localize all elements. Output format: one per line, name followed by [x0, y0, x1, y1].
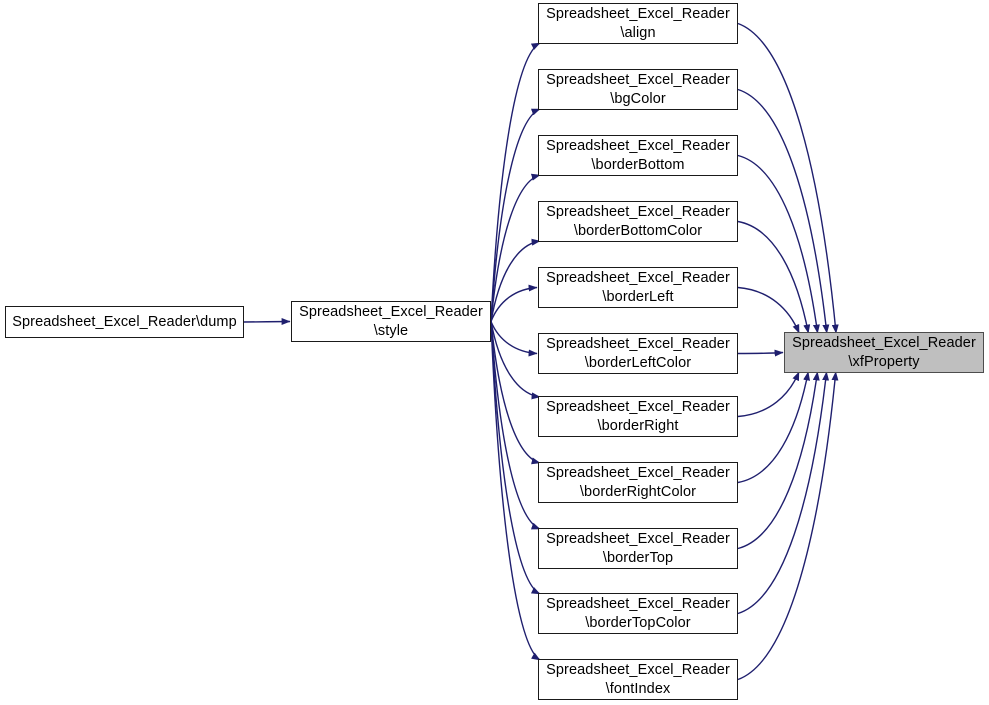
graph-node-borderTopColor[interactable]: Spreadsheet_Excel_Reader \borderTopColor	[538, 593, 738, 634]
graph-node-label: Spreadsheet_Excel_Reader\dump	[12, 313, 237, 330]
edge-dump-to-style	[243, 318, 291, 326]
edge-style-to-align	[490, 42, 541, 322]
edge-style-to-fontIndex	[490, 321, 541, 661]
graph-node-label: Spreadsheet_Excel_Reader \style	[299, 303, 483, 339]
graph-node-borderBottomColor[interactable]: Spreadsheet_Excel_Reader \borderBottomCo…	[538, 201, 738, 242]
edge-borderBottomColor-to-xfProperty	[737, 220, 811, 334]
graph-node-label: Spreadsheet_Excel_Reader \borderLeftColo…	[546, 335, 730, 371]
graph-node-xfProperty[interactable]: Spreadsheet_Excel_Reader \xfProperty	[784, 332, 984, 373]
edge-borderBottom-to-xfProperty	[737, 154, 820, 334]
graph-node-bgColor[interactable]: Spreadsheet_Excel_Reader \bgColor	[538, 69, 738, 110]
graph-node-label: Spreadsheet_Excel_Reader \bgColor	[546, 71, 730, 107]
graph-node-label: Spreadsheet_Excel_Reader \borderBottomCo…	[546, 203, 730, 239]
edge-style-to-borderRightColor	[490, 321, 541, 465]
edge-style-to-borderLeft	[490, 284, 538, 322]
graph-node-align[interactable]: Spreadsheet_Excel_Reader \align	[538, 3, 738, 44]
edge-borderRight-to-xfProperty	[737, 371, 800, 418]
graph-node-label: Spreadsheet_Excel_Reader \borderTop	[546, 530, 730, 566]
graph-node-style[interactable]: Spreadsheet_Excel_Reader \style	[291, 301, 491, 342]
graph-node-fontIndex[interactable]: Spreadsheet_Excel_Reader \fontIndex	[538, 659, 738, 700]
graph-node-label: Spreadsheet_Excel_Reader \align	[546, 5, 730, 41]
graph-node-borderRight[interactable]: Spreadsheet_Excel_Reader \borderRight	[538, 396, 738, 437]
edge-style-to-borderRight	[490, 321, 541, 400]
graph-node-label: Spreadsheet_Excel_Reader \borderTopColor	[546, 595, 730, 631]
edge-fontIndex-to-xfProperty	[737, 371, 839, 681]
edge-borderLeft-to-xfProperty	[737, 286, 800, 334]
graph-node-label: Spreadsheet_Excel_Reader \borderLeft	[546, 269, 730, 305]
graph-node-borderRightColor[interactable]: Spreadsheet_Excel_Reader \borderRightCol…	[538, 462, 738, 503]
edge-borderTopColor-to-xfProperty	[737, 371, 830, 615]
edge-style-to-borderTopColor	[490, 321, 541, 595]
edge-style-to-borderBottom	[490, 173, 541, 322]
edge-borderLeftColor-to-xfProperty	[737, 349, 784, 357]
graph-node-label: Spreadsheet_Excel_Reader \fontIndex	[546, 661, 730, 697]
edge-borderRightColor-to-xfProperty	[737, 371, 811, 484]
graph-node-dump[interactable]: Spreadsheet_Excel_Reader\dump	[5, 306, 244, 338]
graph-node-borderBottom[interactable]: Spreadsheet_Excel_Reader \borderBottom	[538, 135, 738, 176]
graph-node-label: Spreadsheet_Excel_Reader \borderRightCol…	[546, 464, 730, 500]
edge-style-to-borderLeftColor	[490, 321, 538, 357]
graph-node-label: Spreadsheet_Excel_Reader \xfProperty	[792, 334, 976, 370]
graph-node-label: Spreadsheet_Excel_Reader \borderRight	[546, 398, 730, 434]
edge-style-to-bgColor	[490, 108, 541, 322]
graph-node-borderTop[interactable]: Spreadsheet_Excel_Reader \borderTop	[538, 528, 738, 569]
graph-node-borderLeftColor[interactable]: Spreadsheet_Excel_Reader \borderLeftColo…	[538, 333, 738, 374]
edge-style-to-borderTop	[490, 321, 541, 530]
edge-borderTop-to-xfProperty	[737, 371, 820, 550]
graph-node-label: Spreadsheet_Excel_Reader \borderBottom	[546, 137, 730, 173]
edge-bgColor-to-xfProperty	[737, 88, 830, 334]
edge-align-to-xfProperty	[737, 22, 839, 334]
graph-node-borderLeft[interactable]: Spreadsheet_Excel_Reader \borderLeft	[538, 267, 738, 308]
edge-style-to-borderBottomColor	[490, 238, 541, 322]
